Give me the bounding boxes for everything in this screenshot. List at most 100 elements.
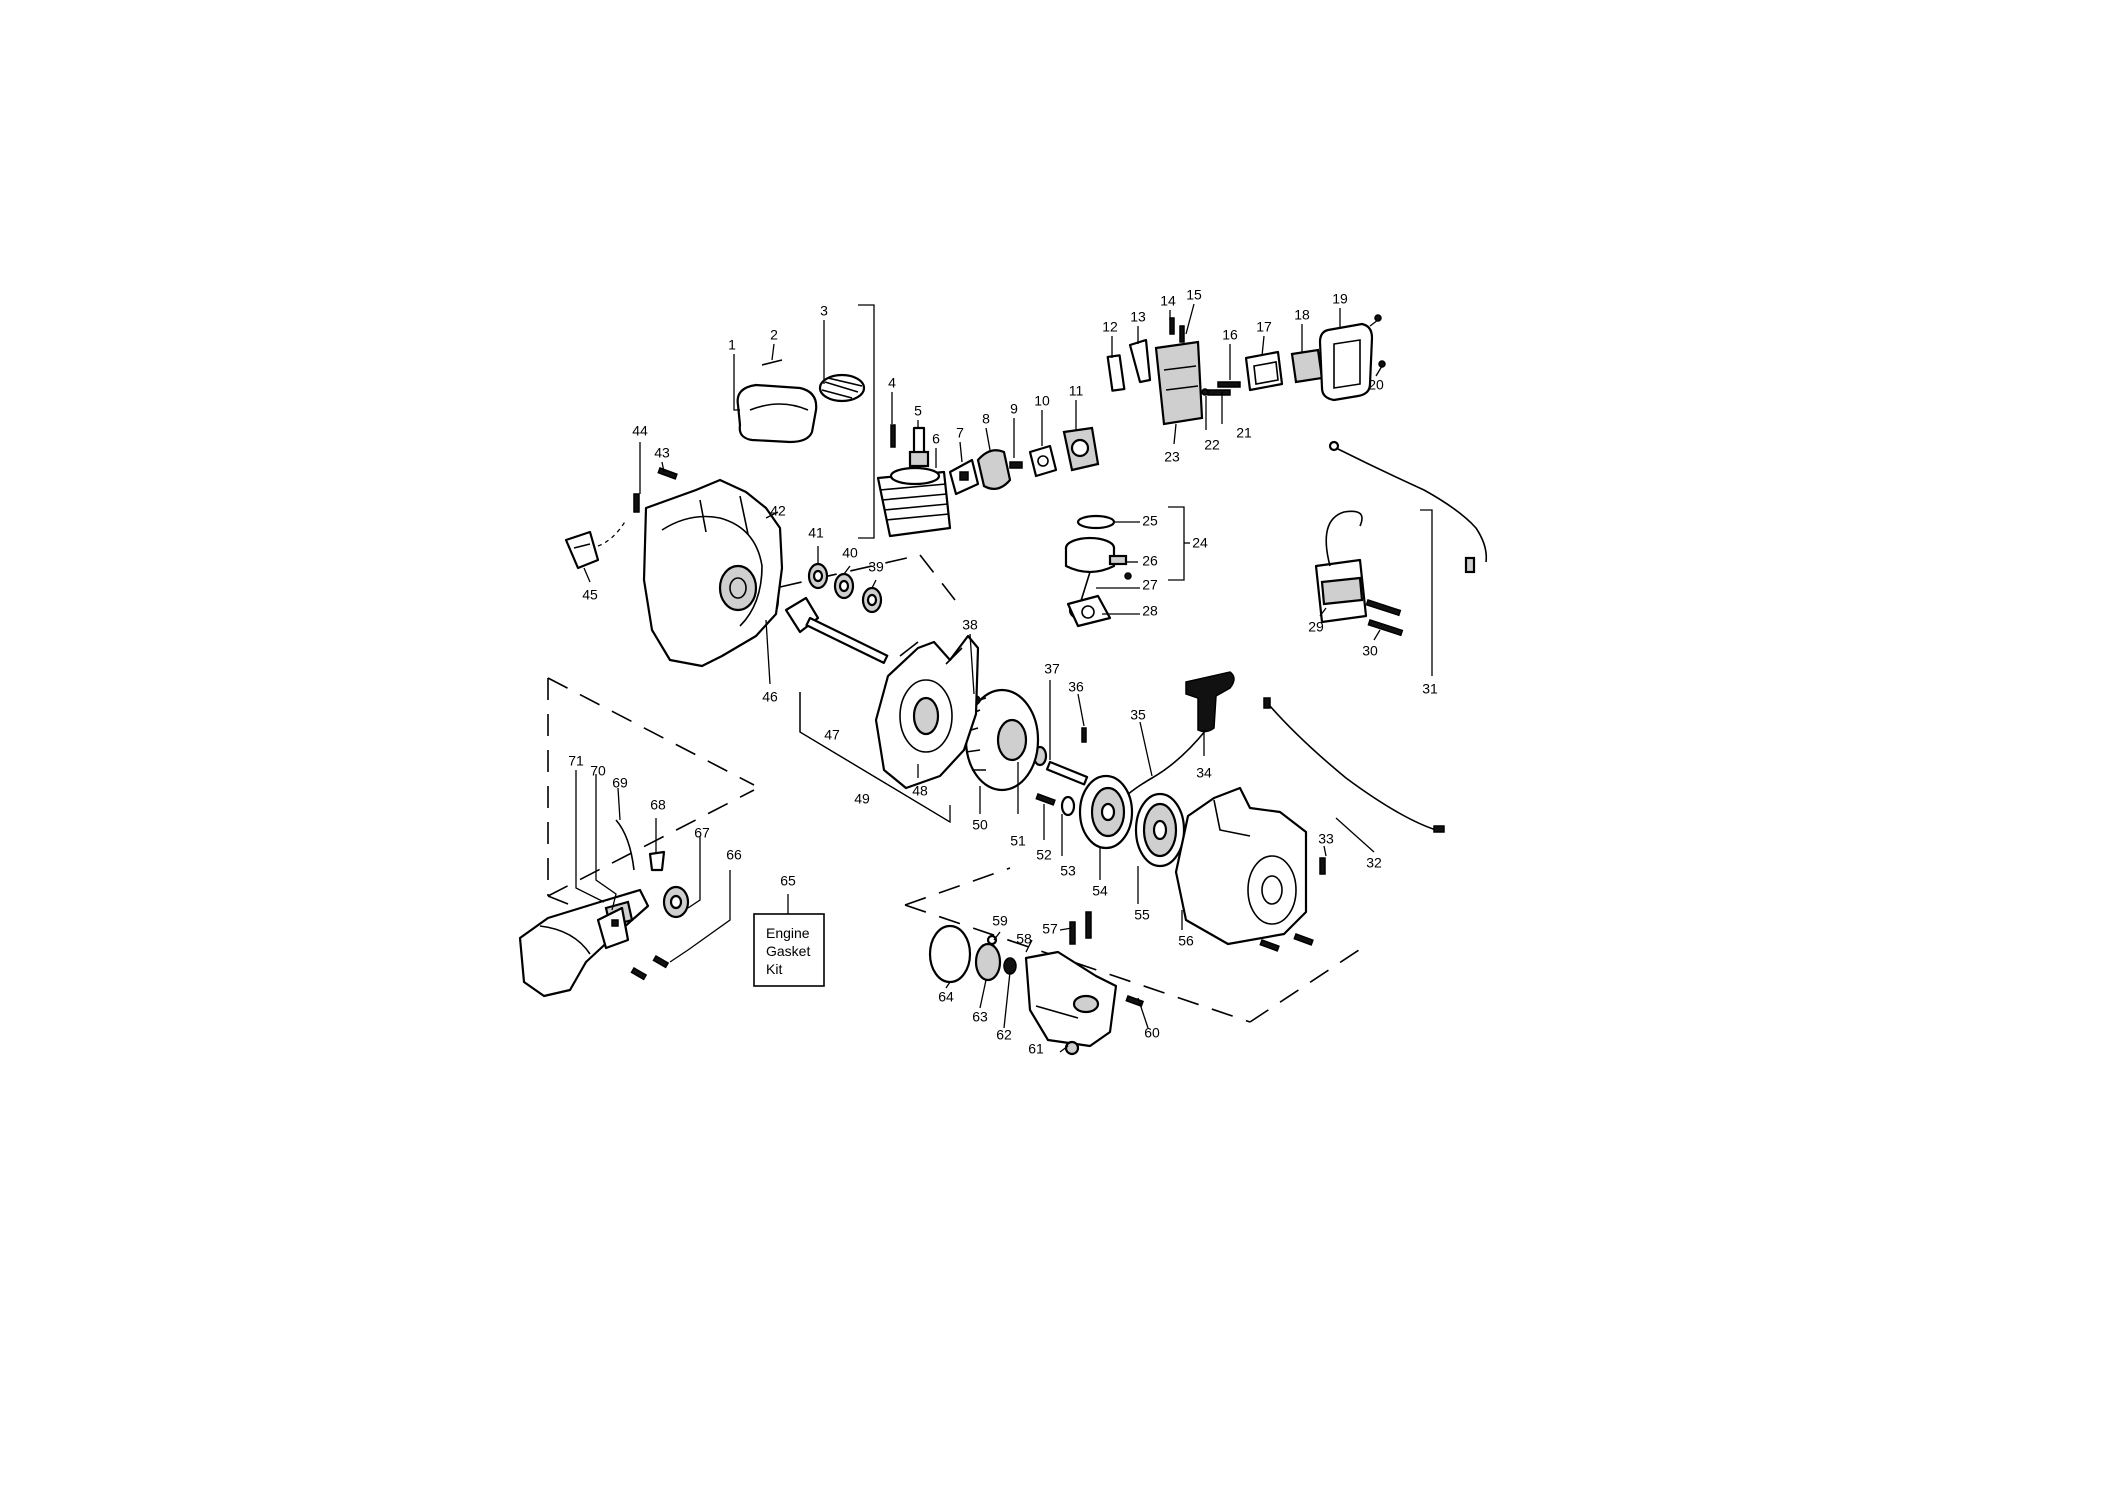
air-filter-cover bbox=[1318, 322, 1374, 402]
callout-12: 12 bbox=[1102, 319, 1118, 335]
callout-30: 30 bbox=[1362, 643, 1378, 659]
throttle-cable bbox=[1263, 697, 1445, 833]
carburetor-gasket bbox=[1106, 354, 1126, 392]
callout-53: 53 bbox=[1060, 863, 1076, 879]
callout-56: 56 bbox=[1178, 933, 1194, 949]
module-screws bbox=[1365, 599, 1404, 637]
callout-32: 32 bbox=[1366, 855, 1382, 871]
callout-49: 49 bbox=[854, 791, 870, 807]
housing-screw bbox=[1319, 857, 1326, 875]
callout-45: 45 bbox=[582, 587, 598, 603]
callout-52: 52 bbox=[1036, 847, 1052, 863]
flywheel bbox=[963, 688, 1040, 792]
callout-44: 44 bbox=[632, 423, 648, 439]
callout-35: 35 bbox=[1130, 707, 1146, 723]
callout-14: 14 bbox=[1160, 293, 1176, 309]
callout-58: 58 bbox=[1016, 931, 1032, 947]
callout-22: 22 bbox=[1204, 437, 1220, 453]
callout-18: 18 bbox=[1294, 307, 1310, 323]
ground-wire bbox=[1328, 440, 1488, 574]
callout-28: 28 bbox=[1142, 603, 1158, 619]
fuel-cap bbox=[1064, 1040, 1080, 1056]
engine-gasket-kit-label: Engine Gasket Kit bbox=[753, 894, 825, 987]
spark-plug bbox=[908, 426, 930, 468]
callout-36: 36 bbox=[1068, 679, 1084, 695]
gasket-kit-line-1: Engine bbox=[766, 925, 810, 941]
flywheel-screw bbox=[1081, 727, 1087, 743]
callout-2: 2 bbox=[770, 327, 778, 343]
cylinder bbox=[876, 466, 952, 538]
grommet bbox=[648, 850, 666, 872]
spring-wire bbox=[615, 819, 635, 871]
callout-46: 46 bbox=[762, 689, 778, 705]
callout-71: 71 bbox=[568, 753, 584, 769]
gasket-kit-line-3: Kit bbox=[766, 961, 782, 977]
muffler-cover bbox=[736, 383, 818, 444]
crankshaft-bearings bbox=[807, 562, 883, 614]
throttle-trigger bbox=[596, 906, 630, 950]
callout-62: 62 bbox=[996, 1027, 1012, 1043]
filter-plate bbox=[1244, 350, 1284, 392]
choke-lever bbox=[1128, 338, 1152, 384]
callout-24: 24 bbox=[1192, 535, 1208, 551]
callout-8: 8 bbox=[982, 411, 990, 427]
primer-bulb-assembly bbox=[928, 924, 1017, 984]
crankshaft bbox=[784, 596, 889, 664]
callout-65: 65 bbox=[780, 873, 796, 889]
callout-leader-lines bbox=[575, 303, 1383, 1053]
starter-shaft bbox=[1045, 760, 1089, 786]
callout-31: 31 bbox=[1422, 681, 1438, 697]
air-filter-base bbox=[1154, 340, 1204, 426]
ignition-module bbox=[1314, 510, 1368, 624]
cover-screws bbox=[1374, 314, 1386, 368]
callout-38: 38 bbox=[962, 617, 978, 633]
callout-69: 69 bbox=[612, 775, 628, 791]
callout-19: 19 bbox=[1332, 291, 1348, 307]
filter-screws bbox=[1201, 381, 1241, 396]
callout-20: 20 bbox=[1368, 377, 1384, 393]
callout-42: 42 bbox=[770, 503, 786, 519]
callout-15: 15 bbox=[1186, 287, 1202, 303]
housing-screws bbox=[1259, 933, 1314, 952]
callout-3: 3 bbox=[820, 303, 828, 319]
callout-33: 33 bbox=[1318, 831, 1334, 847]
intake-gasket bbox=[948, 458, 980, 496]
crankcase bbox=[874, 634, 980, 790]
callout-17: 17 bbox=[1256, 319, 1272, 335]
fuel-tank bbox=[1024, 950, 1118, 1048]
spark-arrestor-screen bbox=[818, 373, 866, 403]
callout-63: 63 bbox=[972, 1009, 988, 1025]
callout-4: 4 bbox=[888, 375, 896, 391]
callout-25: 25 bbox=[1142, 513, 1158, 529]
callout-7: 7 bbox=[956, 425, 964, 441]
callout-57: 57 bbox=[1042, 921, 1058, 937]
intake-insulator bbox=[976, 449, 1012, 491]
callout-23: 23 bbox=[1164, 449, 1180, 465]
handle-screws bbox=[630, 954, 670, 981]
callout-54: 54 bbox=[1092, 883, 1108, 899]
callout-5: 5 bbox=[914, 403, 922, 419]
callout-55: 55 bbox=[1134, 907, 1150, 923]
callout-10: 10 bbox=[1034, 393, 1050, 409]
gasket-kit-line-2: Gasket bbox=[766, 943, 810, 959]
carburetor-adapter bbox=[1028, 444, 1058, 478]
callout-64: 64 bbox=[938, 989, 954, 1005]
callout-70: 70 bbox=[590, 763, 606, 779]
callout-43: 43 bbox=[654, 445, 670, 461]
callout-26: 26 bbox=[1142, 553, 1158, 569]
callout-27: 27 bbox=[1142, 577, 1158, 593]
callout-1: 1 bbox=[728, 337, 736, 353]
callout-47: 47 bbox=[824, 727, 840, 743]
piston-ring bbox=[1076, 514, 1116, 530]
starter-handle bbox=[1185, 671, 1235, 733]
piston-pin bbox=[1108, 554, 1132, 580]
callout-68: 68 bbox=[650, 797, 666, 813]
recoil-spring bbox=[1134, 792, 1186, 868]
callout-41: 41 bbox=[808, 525, 824, 541]
gasket-kit-box bbox=[753, 913, 825, 987]
spring-pin bbox=[761, 359, 783, 366]
callout-50: 50 bbox=[972, 817, 988, 833]
callout-37: 37 bbox=[1044, 661, 1060, 677]
callout-21: 21 bbox=[1236, 425, 1252, 441]
